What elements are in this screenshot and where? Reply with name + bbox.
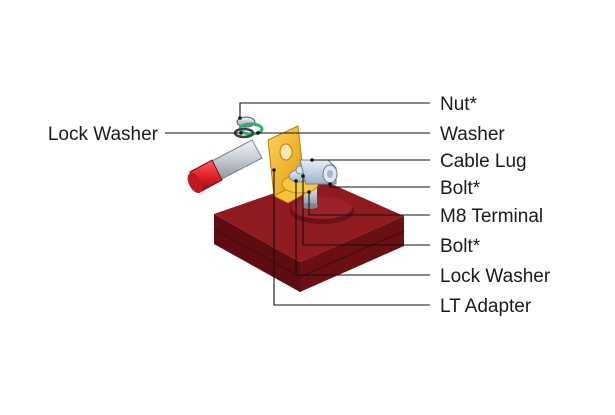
label-cable-lug: Cable Lug (440, 151, 527, 172)
label-nut: Nut* (440, 94, 478, 115)
leader-bolt-1 (329, 184, 430, 188)
label-bolt-1: Bolt* (440, 178, 481, 199)
leader-lt-adapter (273, 170, 430, 306)
cable-lug (299, 159, 338, 185)
leader-bolt-2 (302, 176, 430, 246)
cable-assembly (187, 139, 263, 194)
label-lt-adapter: LT Adapter (440, 296, 532, 317)
label-bolt-2: Bolt* (440, 236, 481, 257)
leader-m8-terminal (308, 192, 430, 216)
leader-lines (165, 102, 430, 306)
battery-seam (213, 228, 405, 278)
leader-lock-washer (295, 181, 430, 276)
part-labels: Lock Washer Nut* Washer Cable Lug Bolt* … (48, 94, 551, 317)
label-lock-washer: Lock Washer (440, 266, 551, 287)
leader-nut (239, 102, 430, 118)
label-left-lock-washer: Lock Washer (48, 124, 159, 145)
leader-end-dots (238, 116, 332, 194)
terminal-pad-top (292, 197, 352, 219)
label-washer: Washer (440, 124, 505, 145)
label-m8-terminal: M8 Terminal (440, 206, 543, 227)
